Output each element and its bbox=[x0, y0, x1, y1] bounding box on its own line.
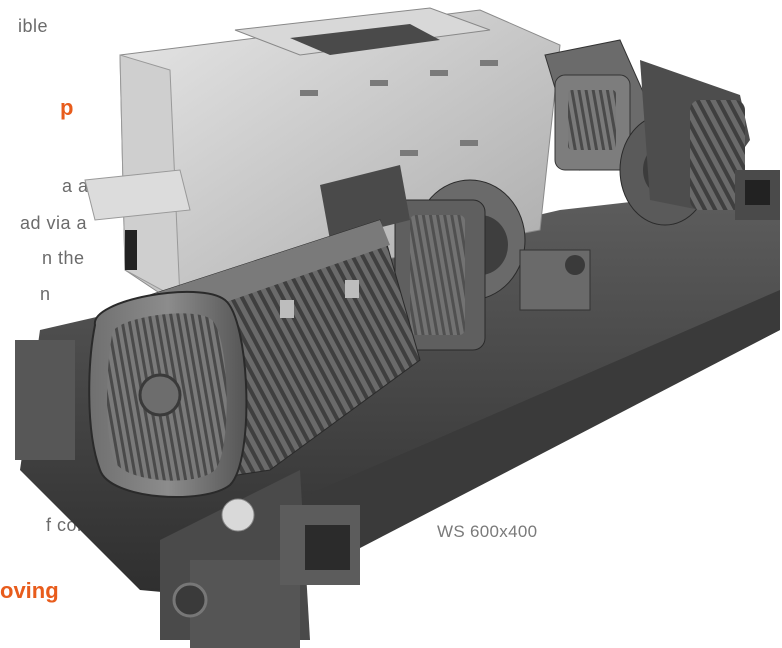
body-text-fragment: n bbox=[40, 284, 51, 304]
body-text-fragment: n the bbox=[42, 248, 85, 268]
body-text-fragment: a a bbox=[62, 176, 89, 196]
section-heading-fragment: oving bbox=[0, 578, 59, 603]
body-text-fragment: ible bbox=[18, 16, 49, 36]
section-heading-fragment: p bbox=[60, 95, 74, 120]
body-text-fragment: ad via a bbox=[20, 213, 88, 233]
product-caption: WS 600x400 bbox=[437, 522, 538, 541]
